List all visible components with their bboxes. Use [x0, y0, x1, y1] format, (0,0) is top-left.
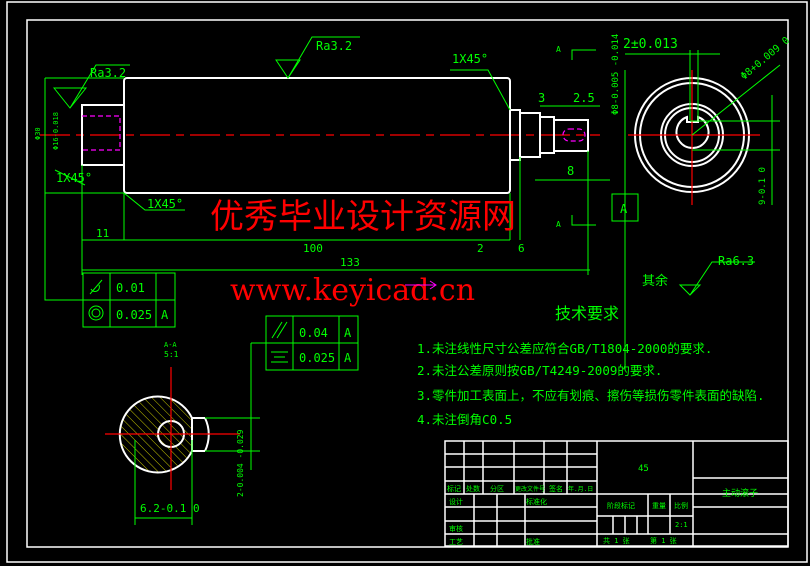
roughness-other-prefix: 其余 — [642, 273, 668, 289]
inner-frame — [26, 19, 789, 548]
section-view — [105, 367, 260, 525]
section-arrows — [571, 49, 596, 226]
parallelism-icon — [271, 321, 288, 339]
outer-border — [6, 1, 808, 563]
dim-dia-8: Φ8-0.005 -0.014 — [611, 34, 621, 115]
section-scale: 5:1 — [164, 350, 179, 359]
tb-approve: 批准 — [526, 537, 540, 546]
dim-dia-left: Φ30 — [34, 127, 42, 140]
dim-8: 8 — [567, 164, 574, 178]
dim-3: 3 — [538, 91, 545, 105]
tb-header: 标记 — [447, 484, 461, 493]
roughness-top-label: Ra3.2 — [316, 39, 352, 53]
tolerance-frame-middle — [250, 315, 359, 470]
roughness-left-icon — [52, 64, 130, 109]
tb-scale: 2:1 — [675, 521, 688, 529]
chamfer-left: 1X45° — [56, 171, 92, 185]
tb-header: 分区 — [490, 484, 504, 493]
keyway — [562, 128, 586, 142]
tb-stage: 阶段标记 — [607, 501, 635, 510]
tb-part-name: 主动滚子 — [722, 487, 758, 499]
tb-header: 签名 — [549, 484, 563, 493]
hidden-bore — [82, 115, 121, 151]
note-item: 3.零件加工表面上，不应有划痕、擦伤等损伤零件表面的缺陷. — [417, 388, 765, 403]
tolerance-value: 0.04 — [299, 326, 328, 340]
tb-process: 工艺 — [449, 538, 463, 546]
tolerance-value: 0.025 — [116, 308, 152, 322]
dim-key-width: 2±0.013 — [623, 37, 678, 52]
chamfer-right: 1X45° — [452, 52, 488, 66]
notes-title: 技术要求 — [555, 304, 619, 323]
chamfer-bottom: 1X45° — [147, 197, 183, 211]
shaft-front-view — [40, 36, 755, 301]
tb-sheet: 第 1 张 — [650, 536, 677, 545]
ucs-arrow-icon — [405, 280, 437, 290]
datum-label: A — [620, 202, 628, 216]
roughness-top-icon — [275, 36, 360, 79]
section-label: A-A — [164, 341, 177, 349]
section-marker-top: A — [556, 45, 561, 54]
cylindricity-icon — [89, 279, 103, 295]
watermark-line1: 优秀毕业设计资源网 — [210, 197, 516, 237]
dim-key-depth: 9-0.1 0 — [758, 167, 768, 205]
tb-header: 处数 — [466, 484, 480, 493]
shaft-side-view — [625, 50, 781, 205]
dim-dia-bore: Φ16-0.018 — [52, 112, 60, 150]
dim-2-5: 2.5 — [573, 91, 595, 105]
dim-2: 2 — [477, 242, 484, 255]
watermark-line2: www.keyicad.cn — [230, 273, 475, 308]
tb-scale-label: 比例 — [674, 501, 688, 510]
tb-header: 年.月.日 — [568, 485, 593, 493]
dim-133: 133 — [340, 256, 360, 269]
dim-6: 6 — [518, 242, 525, 255]
tolerance-datum: A — [344, 351, 352, 365]
tb-material: 45 — [638, 464, 649, 474]
roughness-left-label: Ra3.2 — [90, 66, 126, 80]
datum-box — [611, 193, 639, 222]
tb-header: 更改文件号 — [515, 485, 545, 493]
note-item: 2.未注公差原则按GB/T4249-2009的要求. — [417, 363, 662, 378]
tb-standardize: 标准化 — [526, 497, 547, 506]
dim-bore-dia: Φ8+0.009 0 — [739, 35, 792, 82]
tolerance-datum: A — [344, 326, 352, 340]
tb-design: 设计 — [449, 497, 463, 506]
roughness-other-icon — [678, 261, 755, 296]
dim-section-width: 6.2-0.1 0 — [140, 502, 200, 515]
tb-sheets: 共 1 张 — [603, 536, 630, 545]
dim-section-key: 2-0.004 -0.029 — [236, 429, 245, 497]
tb-weight: 重量 — [652, 502, 666, 510]
concentricity-icon — [88, 305, 104, 321]
tb-review: 审核 — [449, 524, 463, 533]
dim-11: 11 — [96, 227, 109, 240]
note-item: 4.未注倒角C0.5 — [417, 412, 512, 427]
tolerance-value: 0.01 — [116, 281, 145, 295]
tolerance-value: 0.025 — [299, 351, 335, 365]
note-item: 1.未注线性尺寸公差应符合GB/T1804-2000的要求. — [417, 341, 712, 356]
symmetry-icon — [271, 351, 288, 363]
roughness-other-label: Ra6.3 — [718, 254, 754, 268]
title-block — [444, 440, 789, 547]
dim-100: 100 — [303, 242, 323, 255]
tolerance-datum: A — [161, 308, 169, 322]
section-marker-bottom: A — [556, 220, 561, 229]
tolerance-frame-left — [82, 272, 176, 328]
